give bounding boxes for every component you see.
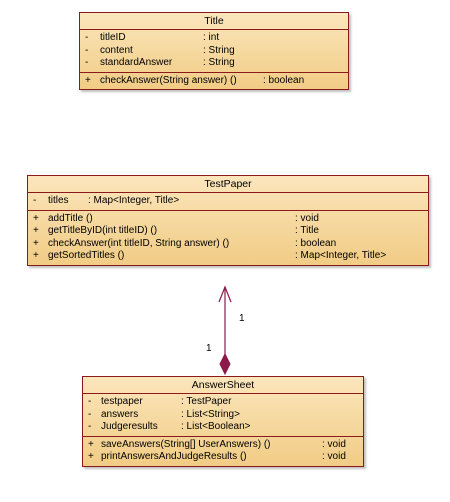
operation-row: + addTitle () : void	[28, 213, 428, 226]
operations-section: + saveAnswers(String[] UserAnswers) () :…	[83, 435, 363, 466]
composition-diamond	[219, 352, 231, 376]
attribute-row: - answers : List<String>	[83, 409, 363, 422]
operation-return-type: : Map<Integer, Title>	[295, 250, 387, 261]
attribute-name: titleID	[100, 32, 126, 43]
operation-row: + getTitleByID(int titleID) () : Title	[28, 225, 428, 238]
attribute-name: testpaper	[101, 396, 143, 407]
visibility-marker: +	[33, 237, 39, 249]
attribute-row: - titles : Map<Integer, Title>	[28, 195, 428, 208]
visibility-marker: -	[85, 57, 89, 68]
visibility-marker: +	[88, 438, 94, 450]
operation-row: + printAnswersAndJudgeResults () : void	[83, 451, 363, 464]
operations-section: + checkAnswer(String answer) () : boolea…	[80, 71, 348, 90]
operation-row: + checkAnswer(int titleID, String answer…	[28, 238, 428, 251]
attribute-type: : TestPaper	[181, 396, 232, 407]
operation-name: checkAnswer(int titleID, String answer) …	[48, 237, 230, 249]
class-answersheet[interactable]: AnswerSheet - testpaper : TestPaper - an…	[82, 376, 364, 467]
multiplicity-label: 1	[206, 343, 212, 354]
operation-name: printAnswersAndJudgeResults ()	[101, 451, 247, 462]
operation-row: + checkAnswer(String answer) () : boolea…	[80, 75, 348, 88]
visibility-marker: -	[85, 32, 89, 43]
visibility-marker: +	[33, 250, 39, 261]
attribute-row: - Judgeresults : List<Boolean>	[83, 421, 363, 434]
operation-name: saveAnswers(String[] UserAnswers) ()	[101, 438, 271, 450]
attribute-type: : List<String>	[181, 408, 240, 420]
attributes-section: - testpaper : TestPaper - answers : List…	[83, 394, 363, 436]
visibility-marker: -	[33, 195, 37, 206]
operation-row: + getSortedTitles () : Map<Integer, Titl…	[28, 250, 428, 263]
visibility-marker: +	[85, 74, 91, 86]
class-testpaper[interactable]: TestPaper - titles : Map<Integer, Title>…	[27, 175, 429, 266]
attribute-name: titles	[48, 195, 69, 206]
class-name: TestPaper	[28, 176, 428, 193]
operations-section: + addTitle () : void + getTitleByID(int …	[28, 209, 428, 265]
visibility-marker: +	[33, 225, 39, 236]
visibility-marker: +	[88, 451, 94, 462]
visibility-marker: +	[33, 212, 39, 224]
attributes-section: - titles : Map<Integer, Title>	[28, 193, 428, 210]
attribute-name: answers	[101, 408, 139, 420]
operation-row: + saveAnswers(String[] UserAnswers) () :…	[83, 439, 363, 452]
operation-return-type: : void	[322, 451, 346, 462]
visibility-marker: -	[88, 396, 92, 407]
attribute-row: - titleID : int	[80, 32, 348, 45]
attribute-type: : Map<Integer, Title>	[88, 195, 180, 206]
visibility-marker: -	[88, 408, 92, 420]
attributes-section: - titleID : int - content : String - sta…	[80, 30, 348, 72]
attribute-row: - testpaper : TestPaper	[83, 396, 363, 409]
class-title[interactable]: Title - titleID : int - content : String…	[79, 12, 349, 90]
visibility-marker: -	[88, 421, 92, 432]
attribute-name: content	[100, 44, 133, 56]
attribute-type: : String	[203, 57, 235, 68]
attribute-name: Judgeresults	[101, 421, 158, 432]
attribute-name: standardAnswer	[100, 57, 173, 68]
operation-return-type: : boolean	[263, 74, 305, 86]
operation-name: getSortedTitles ()	[48, 250, 125, 261]
attribute-type: : int	[203, 32, 220, 43]
operation-return-type: : boolean	[295, 237, 337, 249]
attribute-row: - content : String	[80, 45, 348, 58]
operation-name: checkAnswer(String answer) ()	[100, 74, 237, 86]
attribute-row: - standardAnswer : String	[80, 57, 348, 70]
operation-name: getTitleByID(int titleID) ()	[48, 225, 158, 236]
operation-return-type: : void	[295, 212, 319, 224]
visibility-marker: -	[85, 44, 89, 56]
attribute-type: : String	[203, 44, 235, 56]
operation-return-type: : Title	[295, 225, 319, 236]
multiplicity-label: 1	[239, 313, 245, 324]
class-name: Title	[80, 13, 348, 30]
operation-return-type: : void	[322, 438, 346, 450]
class-name: AnswerSheet	[83, 377, 363, 394]
operation-name: addTitle ()	[48, 212, 93, 224]
attribute-type: : List<Boolean>	[181, 421, 251, 432]
navigability-arrowhead	[218, 285, 232, 303]
